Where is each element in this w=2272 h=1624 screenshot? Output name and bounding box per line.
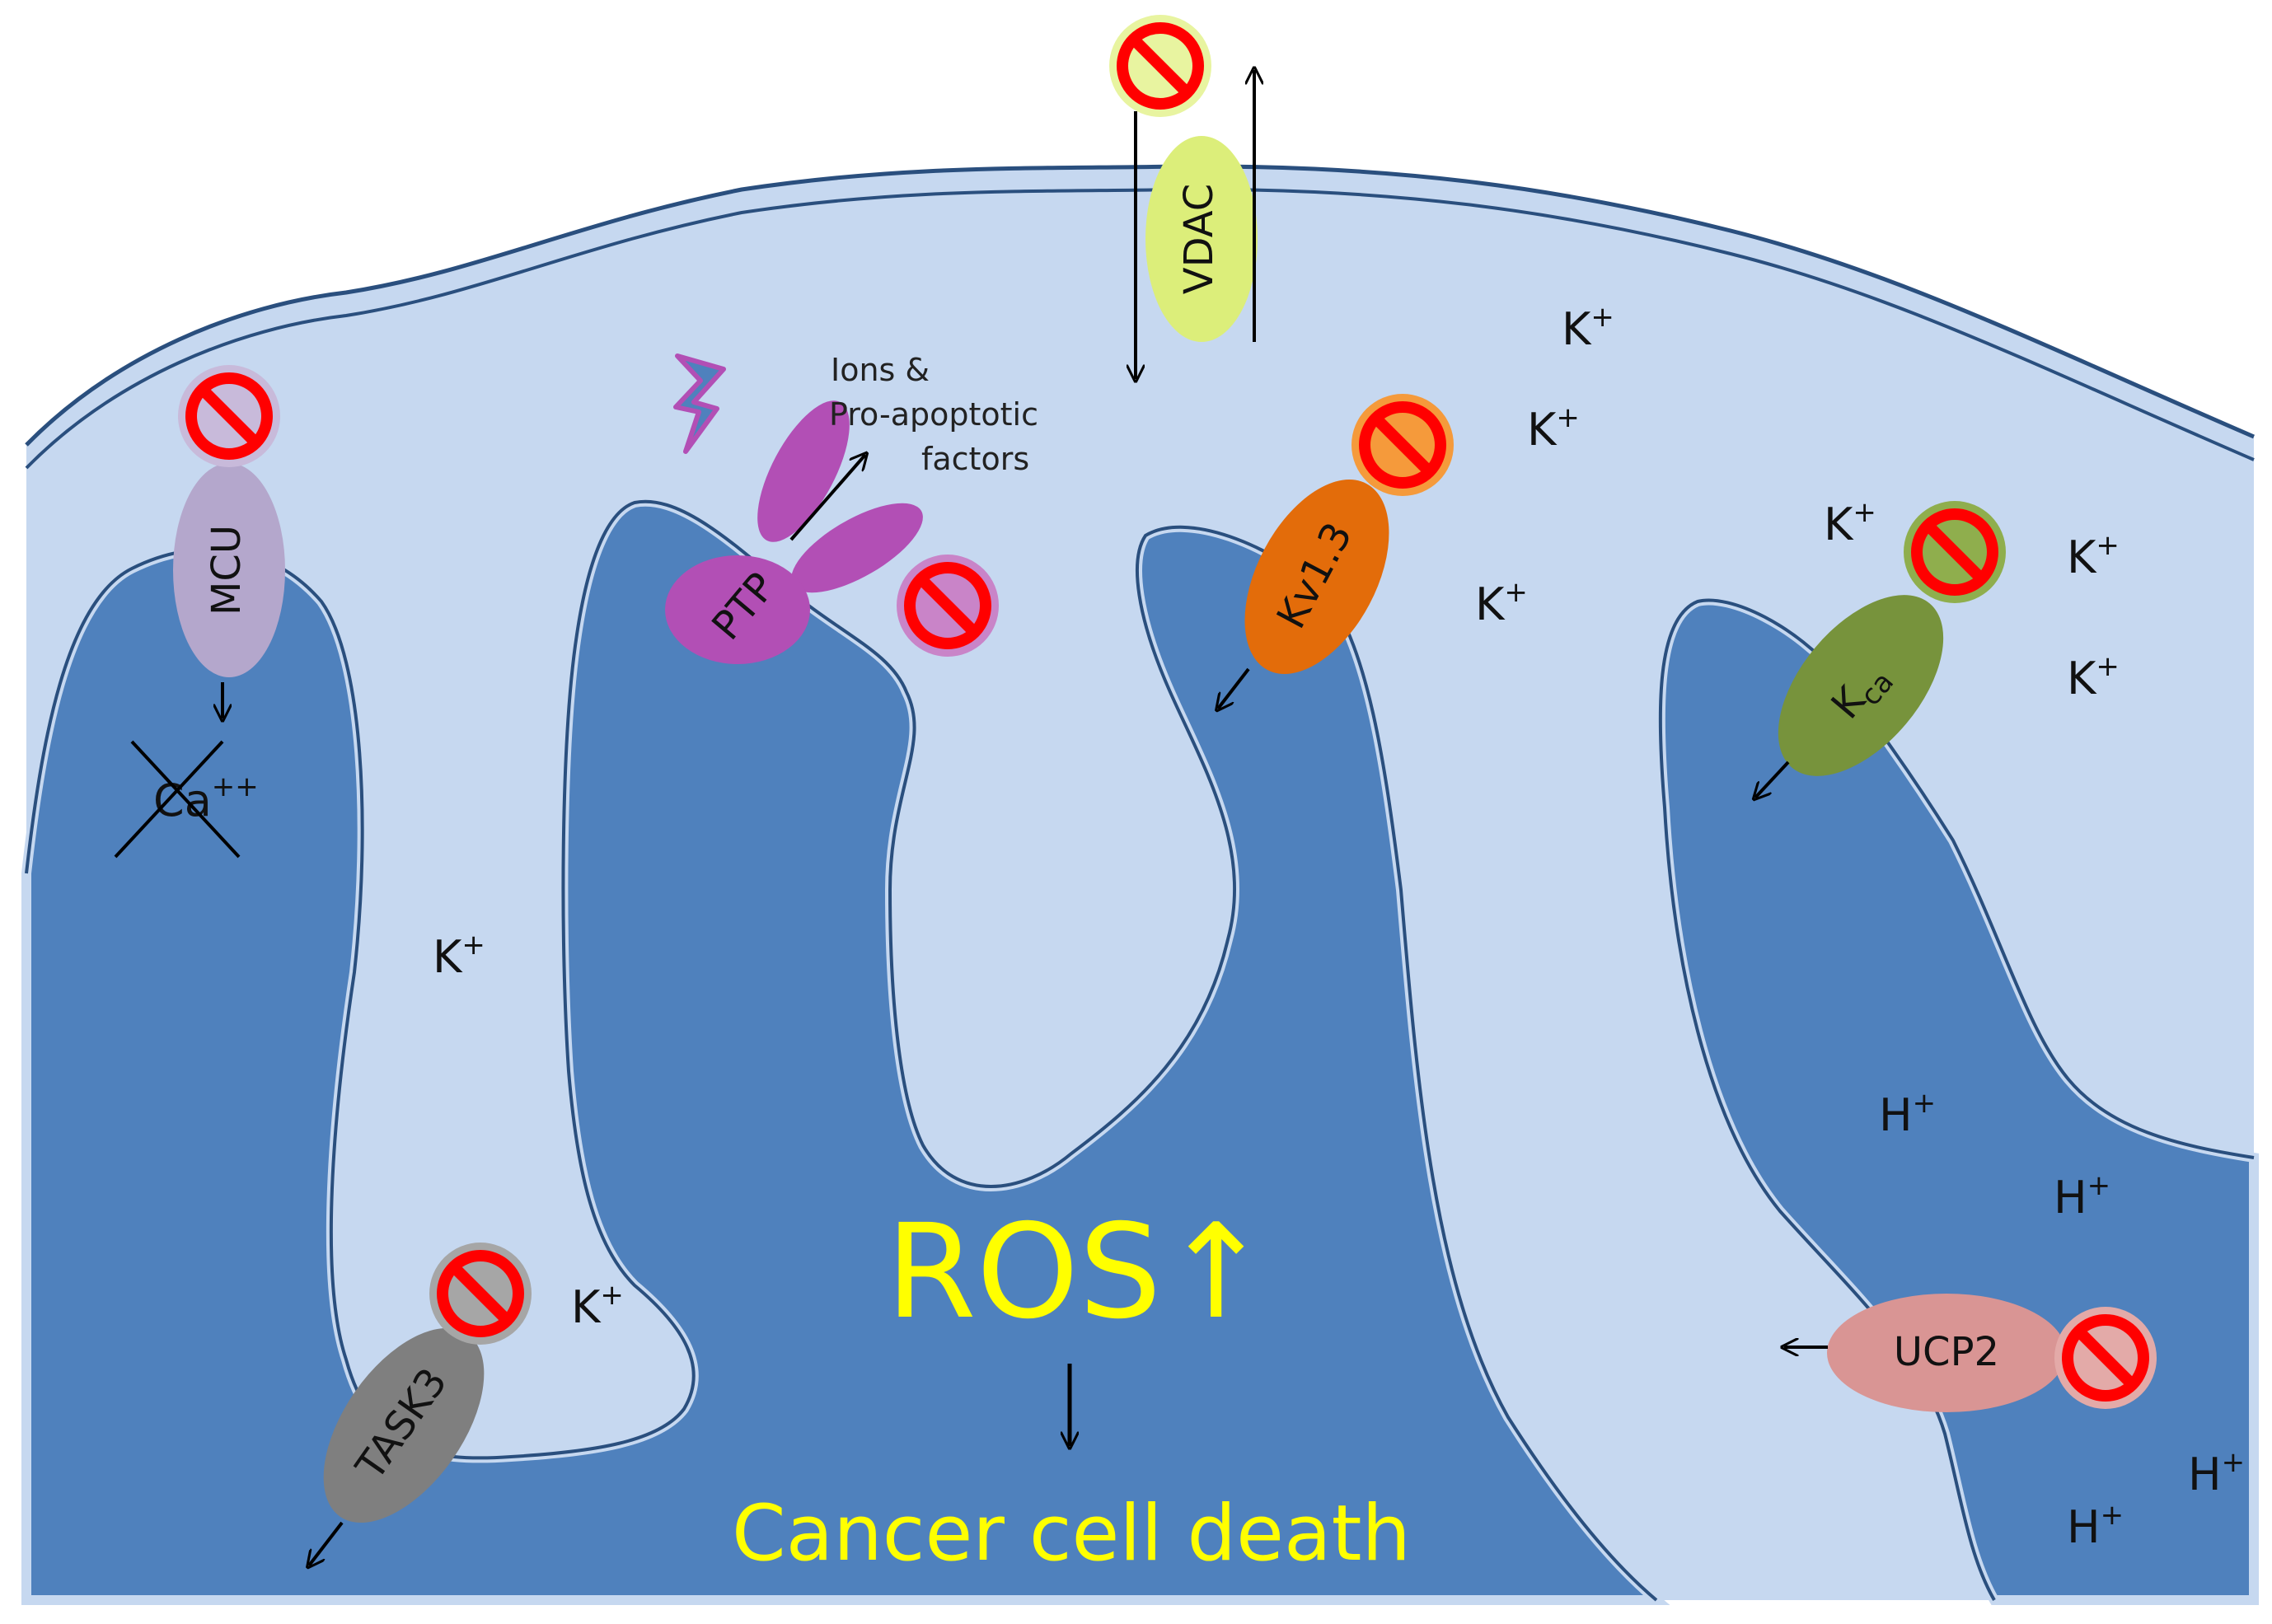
k-ion: K+ [2067,529,2120,583]
kca-no-symbol-icon [1904,501,2006,603]
k-ion: K+ [2067,650,2120,704]
vdac-label: VDAC [1176,184,1222,294]
task3-channel: TASK3 [292,1243,532,1565]
mcu-channel: MCU Ca++ [114,365,285,859]
ptp-annotation-line2: Pro-apoptotic [829,396,1038,433]
potassium-ions: K+ K+ K+ K+ K+ K+ K+ K+ [433,301,2120,1333]
h-ion: H+ [2054,1169,2110,1224]
mcu-no-symbol-icon [178,365,280,467]
ptp-channel: PTP Ions & Pro-apoptotic factors [665,352,1038,664]
vdac-no-symbol-icon [1109,15,1211,117]
k-ion: K+ [1824,496,1876,550]
ptp-no-symbol-icon [897,555,999,657]
task3-arrow-out [309,1521,344,1565]
kca-body [1778,595,1944,776]
k-ion: K+ [433,929,485,983]
h-ion: H+ [2188,1446,2245,1500]
task3-no-symbol-icon [429,1243,532,1345]
ucp2-label: UCP2 [1894,1329,1999,1375]
ptp-annotation-line3: factors [921,441,1029,477]
ros-label: ROS↑ [886,1196,1271,1348]
ptp-annotation-line1: Ions & [831,352,930,388]
h-ion: H+ [2067,1499,2124,1553]
lightning-bolt-icon [673,353,726,454]
outcome: ROS↑ Cancer cell death [732,1196,1411,1579]
ucp2-body [1827,1294,2066,1412]
k-ion: K+ [1527,401,1580,456]
mcu-body [173,463,285,677]
kca-arrow-out [1755,761,1790,798]
calcium-cross-1 [130,740,241,859]
ptp-arrow-release [789,455,865,541]
intermembrane-space [26,166,2254,1600]
kv13-channel: Kv1.3 [1215,394,1454,709]
k-ion: K+ [1475,576,1528,630]
task3-body [323,1327,485,1523]
ptp-body [665,400,923,664]
k-ion: K+ [1562,301,1614,355]
cancer-cell-death-label: Cancer cell death [732,1489,1411,1579]
vdac-channel: VDAC [1109,15,1258,379]
kv13-no-symbol-icon [1351,394,1454,496]
k-ion: K+ [571,1279,624,1333]
kv13-arrow-out [1218,667,1250,709]
calcium-cross-2 [114,740,224,859]
kv13-body [1244,480,1389,674]
outer-membrane-outer [25,164,2255,447]
mcu-label: MCU [204,525,250,615]
kca-channel: Kca [1746,501,2006,806]
vdac-body [1145,136,1258,342]
h-ion: H+ [1879,1087,1936,1141]
ucp2-no-symbol-icon [2054,1307,2157,1409]
ucp2-channel: UCP2 [1784,1294,2157,1412]
calcium-blocked: Ca++ [114,740,259,859]
proton-ions: H+ H+ H+ H+ [1879,1087,2245,1553]
outer-membrane-inner [25,187,2255,470]
